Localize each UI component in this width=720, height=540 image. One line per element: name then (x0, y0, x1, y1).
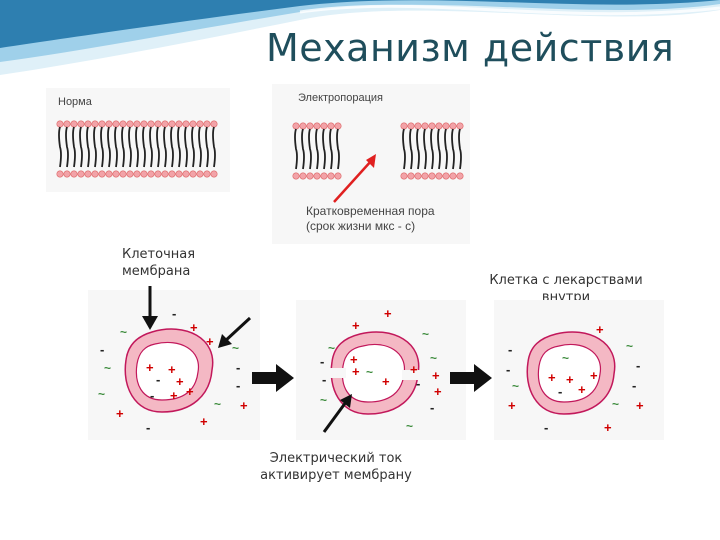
electroporation-panel: Электропорация Кратковременная пора (сро… (272, 84, 470, 244)
svg-text:~: ~ (430, 351, 437, 365)
svg-text:+: + (590, 368, 598, 383)
svg-text:-: - (544, 420, 548, 435)
pore-pointer-arrowhead (366, 154, 376, 168)
cell-drugs-caption-line2: внутри (541, 290, 591, 305)
current-caption: Электрический ток активирует мембрану (240, 450, 432, 484)
diagonal-arrowhead-1 (218, 334, 232, 348)
svg-text:-: - (150, 388, 154, 403)
current-caption-line2: активирует мембрану (260, 468, 412, 483)
lipid-bilayer-normal (56, 120, 218, 178)
svg-text:-: - (236, 360, 240, 375)
svg-text:+: + (636, 398, 644, 413)
svg-text:~: ~ (328, 341, 335, 355)
cell-drugs-caption-line1: Клетка с лекарствами (489, 273, 643, 288)
svg-text:-: - (508, 342, 512, 357)
svg-text:-: - (506, 362, 510, 377)
svg-text:~: ~ (232, 341, 239, 355)
cell-drugs-caption: Клетка с лекарствами внутри (468, 272, 664, 306)
svg-text:-: - (320, 354, 324, 369)
svg-text:~: ~ (562, 351, 569, 365)
svg-text:-: - (172, 306, 176, 321)
normal-membrane-panel: Норма (46, 88, 230, 192)
svg-text:+: + (350, 352, 358, 367)
svg-text:+: + (186, 384, 194, 399)
svg-text:-: - (558, 384, 562, 399)
svg-text:-: - (636, 358, 640, 373)
membrane-caption-line2: мембрана (122, 264, 191, 279)
svg-text:~: ~ (120, 325, 127, 339)
svg-text:-: - (156, 372, 160, 387)
pore-caption-line2: (срок жизни мкс - с) (306, 219, 416, 233)
svg-text:~: ~ (214, 397, 221, 411)
svg-text:-: - (632, 378, 636, 393)
svg-text:+: + (548, 370, 556, 385)
svg-text:+: + (508, 398, 516, 413)
svg-text:+: + (382, 374, 390, 389)
svg-text:+: + (384, 306, 392, 321)
membrane-caption-line1: Клеточная (122, 247, 196, 262)
cell-3 (526, 331, 616, 415)
svg-text:+: + (434, 384, 442, 399)
page-title: Механизм действия (266, 26, 675, 70)
membrane-caption: Клеточная мембрана (122, 246, 195, 280)
svg-text:+: + (578, 382, 586, 397)
diagonal-arrow-1 (222, 316, 252, 344)
svg-text:+: + (116, 406, 124, 421)
svg-text:~: ~ (406, 419, 413, 433)
svg-text:~: ~ (612, 397, 619, 411)
svg-text:-: - (146, 420, 150, 435)
svg-text:+: + (190, 320, 198, 335)
svg-text:+: + (200, 414, 208, 429)
cell-box-3 (494, 300, 664, 440)
svg-text:+: + (566, 372, 574, 387)
current-caption-line1: Электрический ток (269, 451, 403, 466)
lipid-bilayer-pore (292, 122, 464, 203)
cell-1 (124, 328, 214, 413)
membrane-arrowhead (142, 316, 158, 330)
svg-text:-: - (430, 400, 434, 415)
svg-text:-: - (322, 372, 326, 387)
svg-text:+: + (176, 374, 184, 389)
process-arrow-2 (450, 364, 492, 392)
process-arrow-1 (252, 364, 294, 392)
current-arrowhead (340, 394, 352, 408)
normal-label: Норма (58, 96, 92, 108)
svg-text:-: - (100, 342, 104, 357)
cell-box-1 (88, 290, 260, 440)
svg-text:+: + (146, 360, 154, 375)
svg-text:+: + (596, 322, 604, 337)
svg-text:+: + (604, 420, 612, 435)
svg-text:+: + (240, 398, 248, 413)
svg-text:+: + (168, 362, 176, 377)
svg-text:+: + (410, 362, 418, 377)
svg-text:~: ~ (512, 379, 519, 393)
svg-text:-: - (416, 376, 420, 391)
svg-text:+: + (352, 318, 360, 333)
svg-text:~: ~ (626, 339, 633, 353)
svg-text:+: + (206, 334, 214, 349)
current-arrow (322, 401, 348, 433)
svg-text:+: + (352, 364, 360, 379)
pore-caption-line1: Кратковременная пора (306, 204, 435, 218)
cell-box-2 (296, 300, 466, 440)
svg-text:~: ~ (422, 327, 429, 341)
electroporation-label: Электропорация (298, 92, 383, 104)
svg-text:~: ~ (320, 393, 327, 407)
header-wave-decoration (0, 0, 720, 75)
svg-text:~: ~ (104, 361, 111, 375)
svg-text:+: + (170, 388, 178, 403)
pore-pointer-arrow (333, 159, 373, 203)
cell-2 (330, 331, 420, 415)
svg-text:~: ~ (98, 387, 105, 401)
svg-text:-: - (236, 378, 240, 393)
svg-text:+: + (432, 368, 440, 383)
svg-text:~: ~ (366, 365, 373, 379)
